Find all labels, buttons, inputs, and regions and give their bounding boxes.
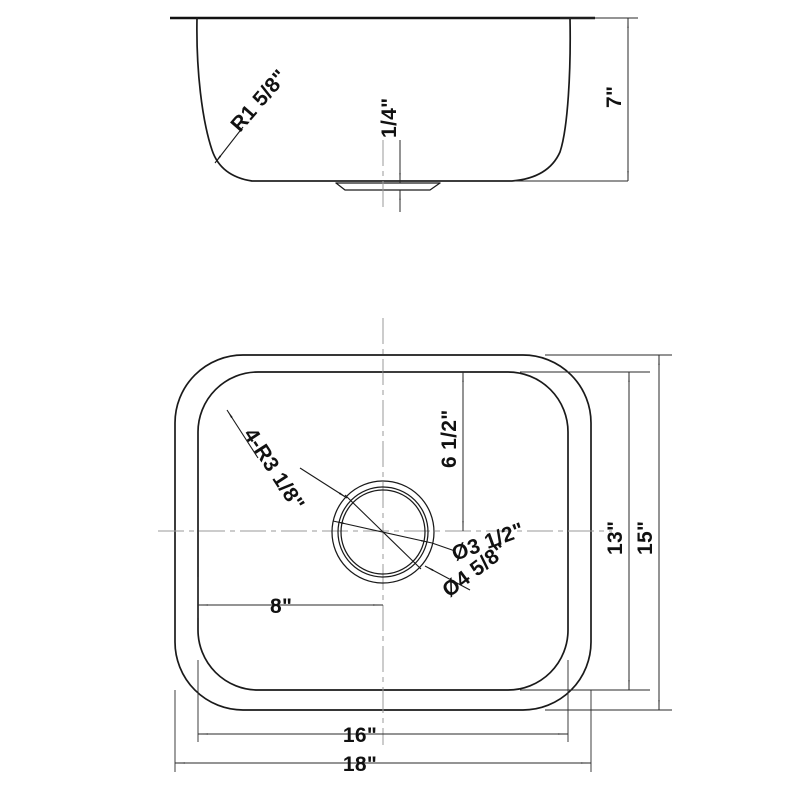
outer-width-dimension-label: 18"	[343, 753, 377, 776]
plan-view: Ø3 1/2" Ø4 5/8" 4-R3 1/8" 6 1/2" 8" 13" …	[158, 318, 672, 776]
drain-outer-circle	[331, 480, 435, 584]
inner-height-dimension-label: 13"	[604, 521, 627, 555]
plan-corner-radius-label: 4-R3 1/8"	[239, 424, 309, 515]
elevation-view: R1 5/8" 1/4" 7"	[170, 16, 638, 212]
depth-dimension-label: 7"	[603, 86, 626, 108]
drain-outer-diameter-leader	[344, 494, 422, 570]
plan-corner-radius-leader-lower	[299, 467, 348, 499]
inner-width-dimension-label: 16"	[343, 724, 377, 747]
elevation-corner-radius-label: R1 5/8"	[226, 65, 292, 136]
drain-horizontal-dimension-label: 8"	[270, 595, 292, 618]
outer-height-dimension-label: 15"	[634, 521, 657, 555]
inner-diameter-leader-tail	[431, 542, 456, 552]
drain-vertical-dimension-label: 6 1/2"	[438, 410, 461, 468]
elevation-corner-radius-leader	[214, 126, 244, 164]
elevation-drain-recess	[335, 182, 441, 191]
outer-diameter-leader	[424, 565, 471, 591]
recess-dimension-label: 1/4"	[378, 98, 401, 138]
plan-corner-radius-leader-upper	[226, 409, 259, 459]
